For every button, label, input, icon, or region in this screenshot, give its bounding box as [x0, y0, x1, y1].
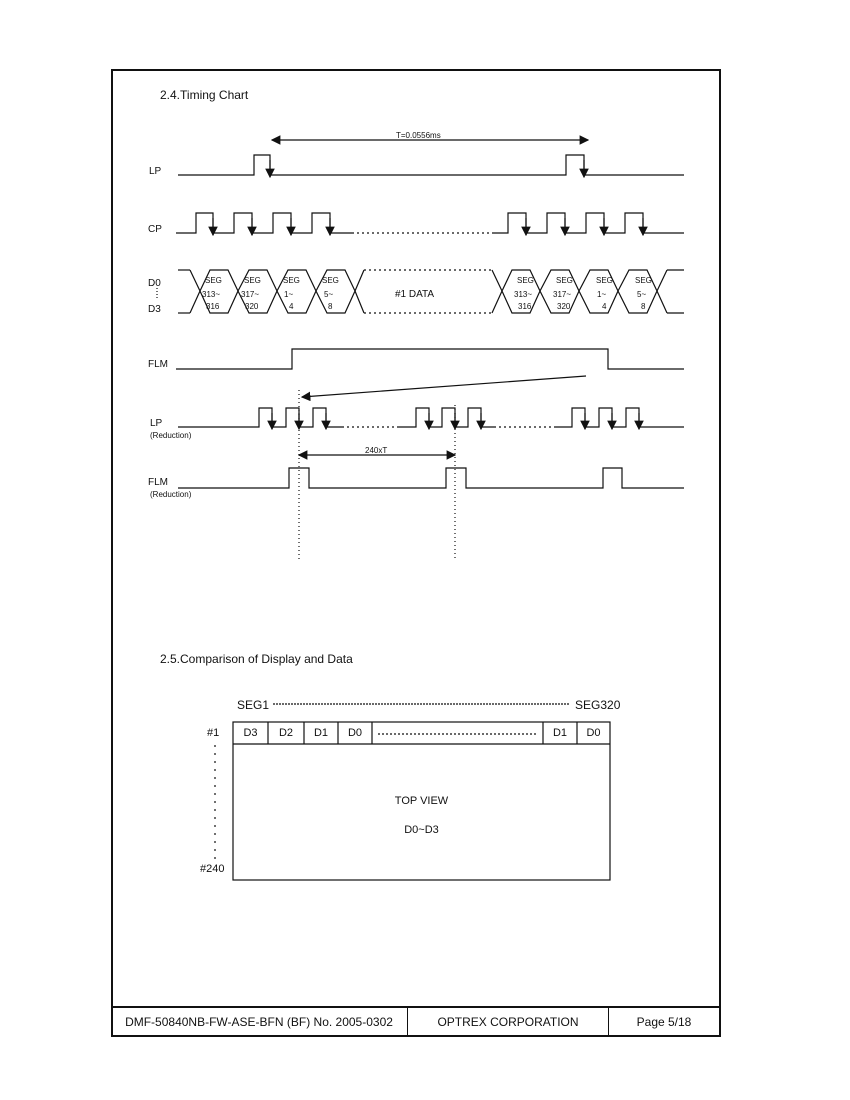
seg-range-top: 5~	[324, 290, 334, 299]
doc-number: DMF-50840NB-FW-ASE-BFN (BF) No. 2005-030…	[125, 1015, 393, 1029]
signal-flm-reduction: FLM	[148, 477, 168, 488]
footer: DMF-50840NB-FW-ASE-BFN (BF) No. 2005-030…	[111, 1006, 721, 1037]
seg-range-bottom: 4	[602, 302, 607, 311]
signal-lp-reduction: LP	[150, 418, 163, 429]
seg-range-bottom: 320	[245, 302, 259, 311]
seg-range-bottom: 316	[206, 302, 220, 311]
signal-d0: D0	[148, 278, 161, 289]
seg-range-bottom: 8	[328, 302, 333, 311]
flm-reduction-note: (Reduction)	[150, 490, 192, 499]
flm-reduction-waveform	[178, 467, 684, 489]
seg-range-top: 5~	[637, 290, 647, 299]
seg-word: SEG	[517, 276, 534, 285]
seg-word: SEG	[556, 276, 573, 285]
seg-range-top: 1~	[284, 290, 294, 299]
data-range-label: D0~D3	[404, 824, 439, 836]
cell-d1-right: D1	[552, 727, 568, 739]
flm-to-lp-arrow	[300, 375, 587, 402]
comparison-section-title: 2.5.Comparison of Display and Data	[160, 652, 353, 666]
signal-d3: D3	[148, 304, 161, 315]
signal-cp: CP	[148, 224, 162, 235]
seg-word: SEG	[283, 276, 300, 285]
cell-d0-right: D0	[586, 727, 601, 739]
flm-waveform	[176, 348, 684, 370]
lp-reduction-arrows	[267, 413, 644, 431]
seg-range-bottom: 4	[289, 302, 294, 311]
seg-word: SEG	[322, 276, 339, 285]
page-frame	[111, 69, 721, 1037]
seg-start-label: SEG1	[237, 698, 270, 712]
company-name: OPTREX CORPORATION	[437, 1015, 579, 1029]
cp-arrows	[208, 218, 648, 237]
seg-word: SEG	[635, 276, 652, 285]
cell-d2: D2	[278, 727, 294, 739]
timing-section-title: 2.4.Timing Chart	[160, 88, 249, 102]
seg-word: SEG	[205, 276, 222, 285]
frame-period-label: 240xT	[365, 446, 388, 455]
seg-range-top: 317~	[553, 290, 572, 299]
seg-range-bottom: 316	[518, 302, 532, 311]
lp-waveform	[178, 154, 684, 176]
top-view-label: TOP VIEW	[394, 795, 449, 807]
seg-word: SEG	[244, 276, 261, 285]
seg-word: SEG	[596, 276, 613, 285]
row-first-label: #1	[207, 727, 220, 739]
seg-end-label: SEG320	[575, 698, 621, 712]
signal-lp: LP	[149, 166, 162, 177]
data-bus	[178, 269, 684, 314]
lp-reduction-note: (Reduction)	[150, 431, 192, 440]
page-number: Page 5/18	[636, 1015, 692, 1029]
data-label: #1 DATA	[395, 289, 435, 300]
period-label: T=0.0556ms	[396, 131, 441, 140]
cp-waveform	[176, 212, 352, 234]
signal-flm: FLM	[148, 359, 168, 370]
cell-d0: D0	[347, 727, 363, 739]
lp-reduction-waveform	[178, 407, 342, 428]
seg-range-bottom: 8	[641, 302, 646, 311]
cell-d3: D3	[243, 727, 258, 739]
seg-range-top: 317~	[241, 290, 260, 299]
seg-range-top: 1~	[597, 290, 607, 299]
row-last-label: #240	[200, 863, 225, 875]
cell-d1: D1	[313, 727, 329, 739]
display-area-box	[232, 721, 611, 881]
seg-range-top: 313~	[202, 290, 221, 299]
seg-range-top: 313~	[514, 290, 533, 299]
seg-range-bottom: 320	[557, 302, 571, 311]
